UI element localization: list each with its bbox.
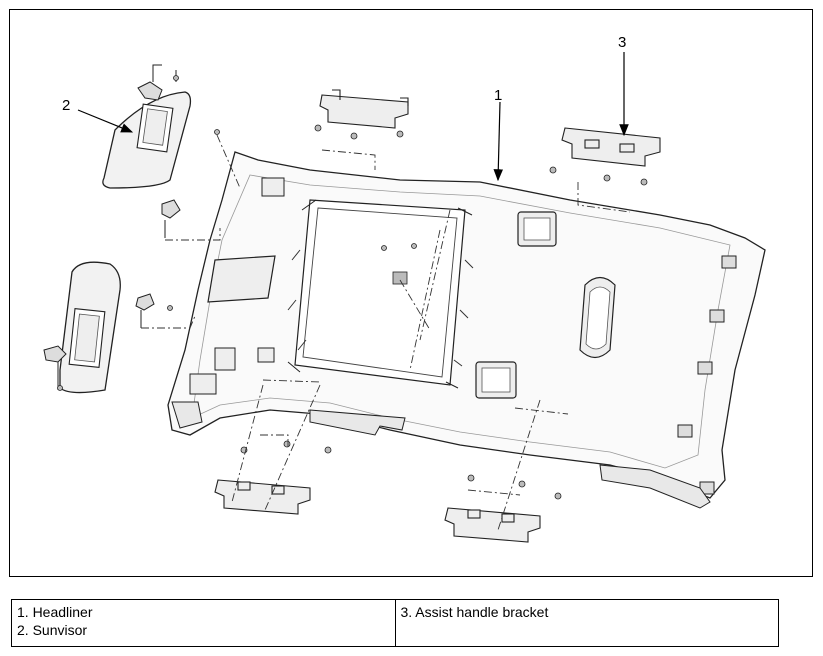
sunvisor-passenger-side [43, 261, 121, 394]
callout-3-label: 3 [618, 34, 626, 51]
front-lamp-opening [189, 177, 285, 395]
headliner-exploded-view: 1 2 3 [43, 34, 766, 543]
rear-corner-trim [599, 464, 711, 509]
sunvisor-holder-clips [135, 199, 181, 328]
legend-item-headliner: 1. Headliner [17, 604, 93, 620]
legend-row: 1. Headliner 2. Sunvisor 3. Assist handl… [11, 599, 779, 647]
headliner-clip-marks [677, 255, 737, 495]
callout-2-leader [77, 109, 134, 133]
assist-handle-bracket-bottom-left [214, 479, 311, 515]
callout-2-label: 2 [62, 97, 70, 114]
assist-handle-bracket-top-left [319, 89, 409, 129]
callout-1-label: 1 [494, 87, 502, 104]
diagram-frame: 1 2 3 [9, 9, 813, 577]
headliner-panel [167, 151, 766, 499]
callout-1-leader [493, 101, 504, 182]
rear-dome-lamp-opening [579, 276, 616, 359]
center-lamp-opening [475, 361, 517, 399]
assist-handle-bracket-bottom-right [444, 507, 541, 543]
sunroof-opening [287, 199, 474, 389]
sunvisor-driver-side [102, 64, 192, 189]
parts-legend-table: 1. Headliner 2. Sunvisor 3. Assist handl… [11, 599, 779, 647]
front-corner-trim [171, 401, 203, 429]
installation-leader-lines [141, 134, 631, 531]
legend-left-cell: 1. Headliner 2. Sunvisor [11, 599, 396, 647]
map-lamp-opening [517, 211, 557, 247]
headliner-inner-contour [191, 174, 731, 469]
legend-right-cell: 3. Assist handle bracket [394, 599, 779, 647]
front-trim-strip [309, 409, 406, 436]
assist-handle-bracket-top-right [561, 127, 661, 167]
screw-fasteners [57, 75, 648, 500]
legend-item-assist-handle-bracket: 3. Assist handle bracket [400, 604, 549, 620]
legend-item-sunvisor: 2. Sunvisor [17, 622, 88, 638]
